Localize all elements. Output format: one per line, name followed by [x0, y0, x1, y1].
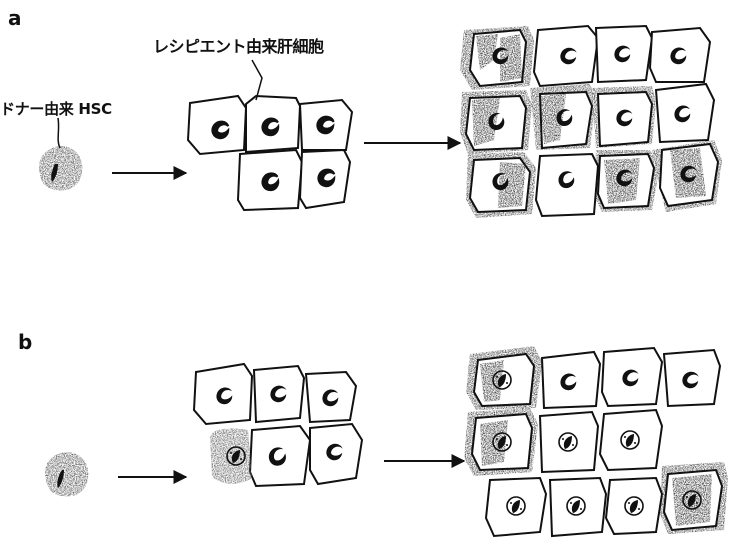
donor-label-leader-a	[57, 117, 61, 149]
donor-hsc-cell-a	[38, 146, 83, 191]
panel-b-label: b	[18, 330, 33, 354]
donor-hsc-label: ドナー由来 HSC	[0, 100, 112, 118]
fused-cluster-b	[464, 346, 728, 538]
recipient-hepatocyte-label: レシピエント由来肝細胞	[153, 37, 324, 56]
recipient-hepatocyte-cluster-a	[186, 94, 354, 212]
fused-cluster-a	[460, 24, 722, 218]
recipient-label-leader-a	[251, 59, 263, 101]
panel-a-label: a	[8, 6, 22, 30]
donor-hsc-cell-b	[44, 452, 89, 497]
recipient-hepatocyte-cluster-b	[192, 362, 364, 488]
